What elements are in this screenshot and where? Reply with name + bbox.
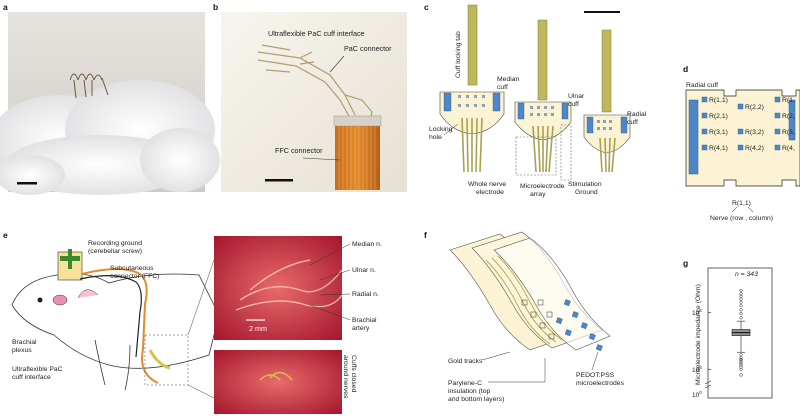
- label-cuffs-closed: Cuffs closedaround nerves: [342, 355, 357, 399]
- radial-cuff: [583, 29, 631, 173]
- mid-cell-column: R(2,2) R(3,2) R(4,2): [737, 103, 764, 152]
- cotton-photo: [0, 80, 220, 195]
- svg-text:R(3,2): R(3,2): [745, 129, 764, 136]
- ffc-connector-strip: [335, 118, 380, 190]
- n-label: n = 343: [735, 271, 758, 278]
- svg-text:R(1,1): R(1,1): [709, 97, 728, 104]
- plot-frame: [707, 267, 773, 399]
- outlier-low: [739, 373, 743, 377]
- outlier-high: [739, 312, 743, 316]
- panel-b-scale-bar: [265, 179, 293, 182]
- outlier-low: [739, 367, 743, 372]
- panel-e: e Recording ground(cerebellar screw) Sub…: [3, 230, 382, 414]
- surgery-photo-bottom: [214, 350, 342, 414]
- y-tick-label: 104: [692, 308, 702, 317]
- panel-d-letter: d: [683, 64, 688, 74]
- rat-illustration: [11, 249, 220, 399]
- label-cuff-locking-tab: Cuff locking tab: [455, 31, 462, 78]
- outlier-high: [739, 292, 743, 296]
- label-ffc-connector: FFC connector: [275, 146, 323, 155]
- outlier-low: [739, 356, 743, 360]
- svg-text:R(1,: R(1,: [782, 97, 795, 104]
- radial-cuff-ground: [688, 99, 699, 175]
- panel-g-letter: g: [683, 258, 688, 268]
- outlier-low: [739, 361, 743, 365]
- ffc-contact-pad: [333, 115, 382, 127]
- right-cell-column: R(1, R(2, R(3, R(4,: [774, 96, 795, 152]
- label-radial-n: Radial n.: [352, 291, 379, 298]
- axis-break: [704, 380, 712, 389]
- outlier-low: [739, 359, 743, 363]
- outlier-high: [739, 294, 743, 298]
- panel-a-letter: a: [3, 2, 8, 12]
- panel-c: c: [424, 2, 647, 198]
- radial-cuff-outline: [685, 89, 800, 187]
- label-ultraflexible: Ultraflexible PaC cuff interface: [268, 29, 365, 38]
- label-gold-tracks: Gold tracks: [448, 358, 483, 365]
- y-tick-label: 103: [692, 365, 702, 374]
- svg-text:R(2,: R(2,: [782, 113, 795, 120]
- svg-text:R(3,: R(3,: [782, 129, 795, 136]
- label-ulnar-n: Ulnar n.: [352, 267, 376, 274]
- svg-text:R(2,2): R(2,2): [745, 104, 764, 111]
- outlier-high: [739, 308, 743, 312]
- outlier-high: [739, 288, 743, 293]
- svg-text:R(3,1): R(3,1): [709, 129, 728, 136]
- svg-text:R(4,2): R(4,2): [745, 145, 764, 152]
- radial-cuff-title: Radial cuff: [686, 82, 718, 89]
- ffc-traces: [338, 125, 376, 190]
- svg-text:R(4,1): R(4,1): [709, 145, 728, 152]
- paC-device: [257, 44, 373, 123]
- panel-b-letter: b: [213, 2, 218, 12]
- svg-text:R(4,: R(4,: [782, 145, 795, 152]
- label-median-n: Median n.: [352, 241, 382, 248]
- outlier-high: [739, 316, 743, 320]
- layered-film: [449, 231, 611, 352]
- panel-a-scale-bar: [17, 182, 37, 185]
- panel-a: a: [0, 2, 220, 195]
- scale-2mm: 2 mm: [249, 324, 267, 333]
- y-axis-label: Microelectrode impedance (Ohm): [695, 284, 702, 385]
- outlier-high: [739, 300, 743, 304]
- label-pac-connector: PaC connector: [344, 44, 392, 53]
- cuff-device-on-cotton: [69, 73, 109, 99]
- panel-c-letter: c: [424, 2, 429, 12]
- label-recording-ground: Recording ground(cerebellar screw): [88, 240, 142, 255]
- legend-r11: R(1,1): [732, 200, 751, 207]
- panel-d: d Radial cuff R(1,1) R(2,1) R(3,1) R(4,1…: [683, 64, 800, 222]
- panel-f: f Gold: [424, 230, 625, 403]
- legend-row-column: Nerve (row , column): [710, 215, 773, 222]
- outlier-low: [739, 353, 743, 357]
- median-cuff: [439, 4, 505, 173]
- panel-g: g n = 343 Microelectrode impedance (Ohm)…: [683, 258, 773, 399]
- outlier-high: [739, 297, 743, 301]
- left-cell-column: R(1,1) R(2,1) R(3,1) R(4,1): [701, 96, 728, 152]
- ulnar-cuff: [514, 19, 572, 173]
- panel-f-letter: f: [424, 230, 427, 240]
- outlier-low: [739, 357, 743, 361]
- svg-text:R(2,1): R(2,1): [709, 113, 728, 120]
- outlier-high: [739, 304, 743, 308]
- outlier-low: [739, 363, 743, 367]
- panel-e-letter: e: [3, 230, 8, 240]
- impedance-boxplot: 104 103 100: [692, 288, 751, 399]
- y-tick-label-zero: 100: [692, 390, 702, 399]
- surgery-photo-top: [214, 236, 342, 340]
- panel-b: b Ultraflexible PaC cuff interface PaC c…: [213, 2, 407, 192]
